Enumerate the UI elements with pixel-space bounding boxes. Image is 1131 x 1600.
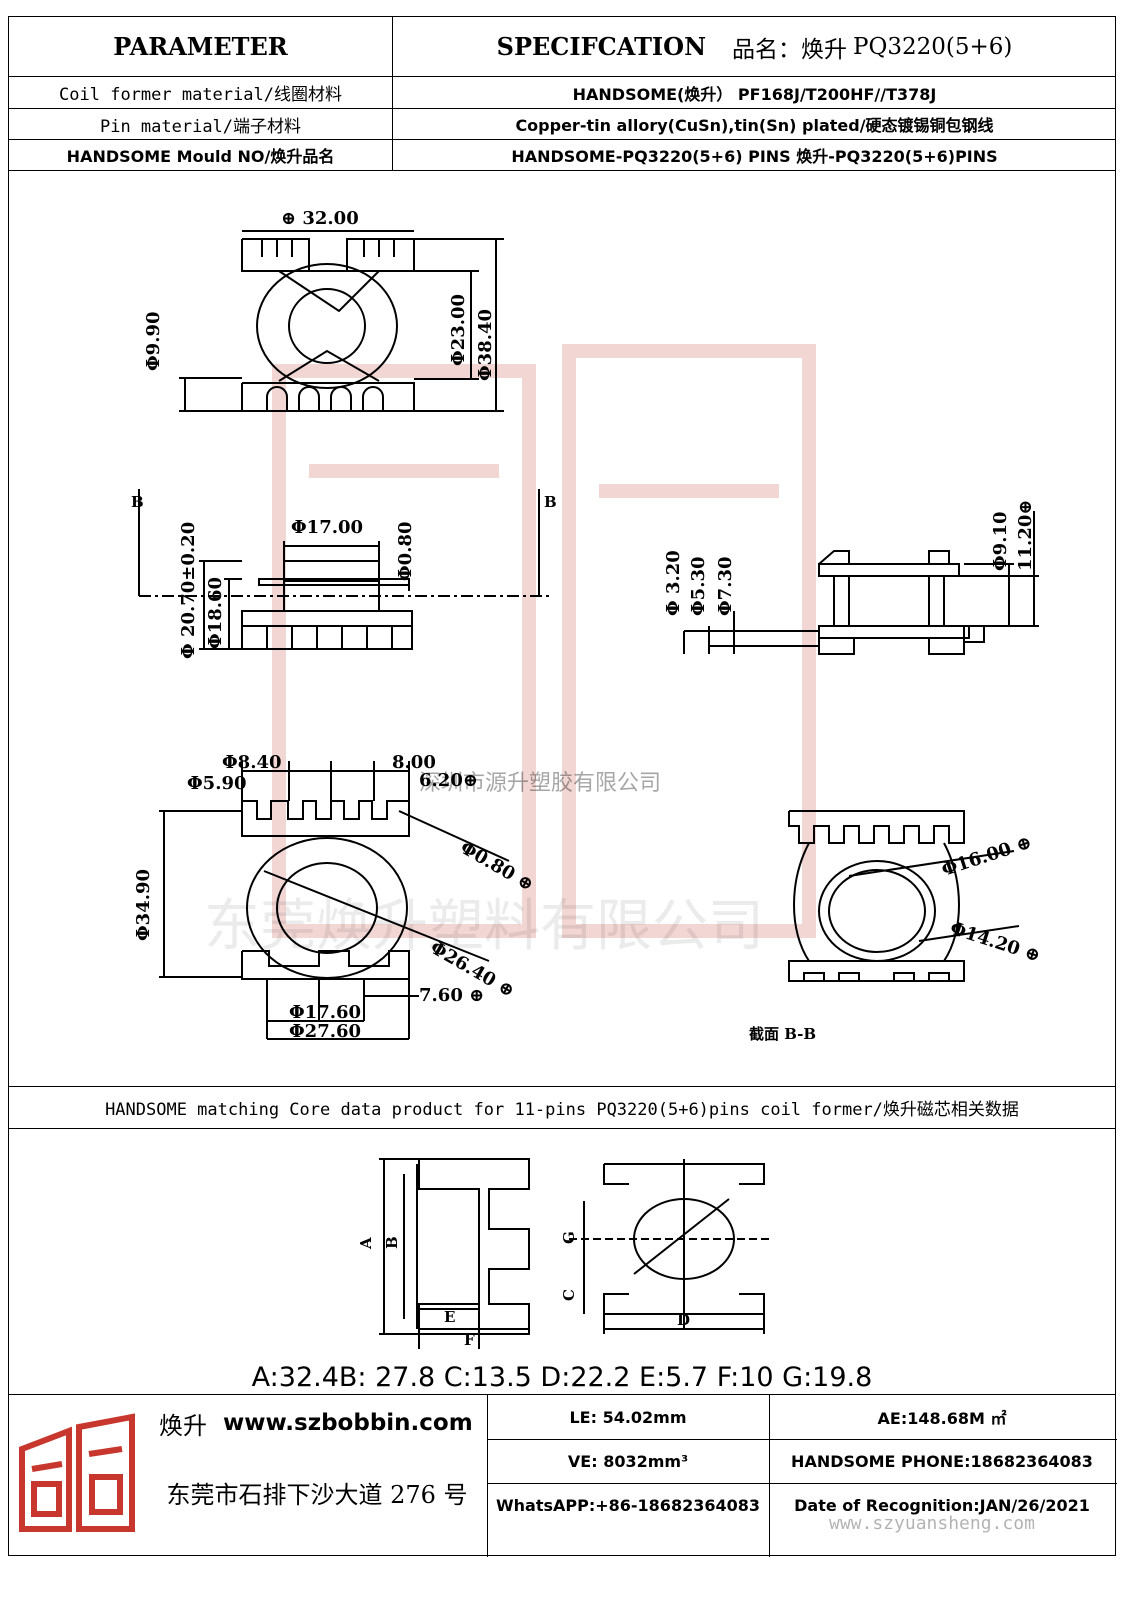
dim-top-total-height: Φ38.40: [475, 309, 496, 381]
dim-side-height-a: Φ18.60: [205, 577, 226, 649]
watermark-company-large: 东莞焕升塑料有限公司: [204, 894, 764, 959]
recognition-date: Date of Recognition:JAN/26/2021: [794, 1495, 1090, 1515]
dim-bottom-inner-w: Φ17.60: [289, 1002, 361, 1023]
dim-right-c: Φ7.30: [715, 556, 736, 616]
coil-material-row: Coil former material/线圈材料 HANDSOME(焕升） P…: [9, 77, 1115, 109]
parameter-heading: PARAMETER: [113, 32, 288, 61]
brand-line: 焕升 www.szbobbin.com: [159, 1403, 489, 1443]
specification-heading: SPECIFCATION 品名：焕升 PQ3220(5+6): [392, 17, 1117, 76]
footer: 焕升 www.szbobbin.com 东莞市石排下沙大道 276 号 LE: …: [9, 1395, 1117, 1557]
watermark-company-small: 深圳市源升塑胶有限公司: [419, 771, 662, 796]
le-value: LE: 54.02mm: [569, 1407, 687, 1427]
core-label-c: C: [560, 1289, 578, 1301]
right-view: [683, 511, 1039, 655]
dim-right-b: Φ5.30: [688, 556, 709, 616]
side-view: [138, 489, 549, 650]
section-caption: 截面 B-B: [749, 1025, 816, 1043]
core-label-b: B: [383, 1236, 401, 1249]
top-view: [179, 230, 504, 412]
watermark-logo: [272, 344, 816, 938]
core-label-f: F: [464, 1331, 475, 1349]
watermark-url: www.szyuansheng.com: [829, 1513, 1035, 1534]
bottom-view: [159, 761, 510, 1040]
dim-side-thickness: Φ0.80: [395, 521, 416, 581]
core-label-e: E: [444, 1308, 455, 1326]
mould-row: HANDSOME Mould NO/焕升品名 HANDSOME-PQ3220(5…: [9, 140, 1115, 171]
core-label-d: D: [677, 1311, 690, 1329]
footer-divider-2: [769, 1395, 770, 1557]
company-address: 东莞市石排下沙大道 276 号: [166, 1480, 468, 1509]
core-data-title-row: HANDSOME matching Core data product for …: [9, 1087, 1115, 1129]
section-mark-right: B: [544, 493, 557, 511]
section-mark-left: B: [131, 493, 144, 511]
core-drawing-area: A B E F G C D: [9, 1129, 1115, 1395]
core-label-g: G: [560, 1231, 578, 1244]
drawing-svg: ⊕ 32.00 Φ9.90 Φ23.00 Φ38.40: [131, 208, 1043, 1043]
whatsapp-value: WhatsAPP:+86-18682364083: [495, 1495, 760, 1515]
core-svg: A B E F G C D: [357, 1158, 769, 1349]
dim-right-a: Φ 3.20: [663, 550, 684, 616]
website-link[interactable]: www.szbobbin.com: [223, 1410, 473, 1436]
dim-top-width: ⊕ 32.00: [281, 208, 359, 229]
dim-top-inner-height: Φ23.00: [448, 294, 469, 366]
dim-bottom-gap: 7.60 ⊕: [419, 985, 484, 1006]
footer-hline-2: [487, 1483, 1117, 1484]
dim-section-outer: Φ16.00 ⊕: [939, 832, 1034, 881]
brand-logo-icon: [19, 1413, 135, 1532]
dim-bottom-height: Φ34.90: [133, 869, 154, 941]
core-e-profile: [379, 1158, 530, 1349]
dim-top-pin-height: Φ9.90: [143, 311, 164, 371]
specification-label: SPECIFCATION: [496, 32, 707, 61]
dim-section-inner: Φ14.20 ⊕: [947, 918, 1042, 967]
pin-material-row: Pin material/端子材料 Copper-tin allory(CuSn…: [9, 109, 1115, 140]
dim-bottom-outer-w: Φ27.60: [289, 1021, 361, 1042]
dim-bottom-pitch1: Φ8.40: [222, 752, 282, 773]
dim-bottom-pitch3: 6.20⊕: [419, 770, 478, 791]
core-label-a: A: [357, 1237, 375, 1250]
phone-value: HANDSOME PHONE:18682364083: [791, 1451, 1093, 1471]
section-view: [788, 810, 1020, 982]
mould-value: HANDSOME-PQ3220(5+6) PINS 焕升-PQ3220(5+6)…: [511, 147, 998, 166]
product-name-label: 品名：焕升: [732, 36, 848, 63]
spec-sheet: PARAMETER SPECIFCATION 品名：焕升 PQ3220(5+6)…: [8, 16, 1117, 1557]
technical-drawing: ⊕ 32.00 Φ9.90 Φ23.00 Φ38.40: [9, 171, 1115, 1087]
ae-value: AE:148.68M ㎡: [877, 1409, 1007, 1428]
footer-hline-1: [487, 1439, 1117, 1440]
core-values: A:32.4B: 27.8 C:13.5 D:22.2 E:5.7 F:10 G…: [251, 1362, 873, 1393]
dim-side-flange: Φ17.00: [291, 517, 363, 538]
product-name: PQ3220(5+6): [853, 33, 1013, 60]
dim-right-e: 11.20⊕: [1015, 500, 1036, 571]
dim-right-d: Φ9.10: [990, 511, 1011, 571]
coil-material-label: Coil former material/线圈材料: [59, 85, 342, 105]
core-pq-profile: [569, 1159, 769, 1334]
footer-divider-1: [487, 1395, 488, 1557]
dim-bottom-offset: Φ5.90: [187, 773, 247, 794]
dim-side-height-b: Φ 20.70±0.20: [178, 522, 199, 659]
dim-bottom-pitch2: 8.00: [392, 752, 436, 773]
pin-material-value: Copper-tin allory(CuSn),tin(Sn) plated/硬…: [515, 116, 994, 135]
ve-value: VE: 8032mm³: [567, 1451, 689, 1471]
header-divider: [392, 17, 393, 171]
mould-label: HANDSOME Mould NO/焕升品名: [66, 147, 335, 166]
coil-material-value: HANDSOME(焕升） PF168J/T200HF//T378J: [572, 84, 937, 104]
core-data-title: HANDSOME matching Core data product for …: [105, 1100, 1019, 1120]
pin-material-label: Pin material/端子材料: [99, 116, 302, 137]
header-row: PARAMETER SPECIFCATION 品名：焕升 PQ3220(5+6): [9, 17, 1115, 77]
brand-name: 焕升: [159, 1411, 207, 1440]
